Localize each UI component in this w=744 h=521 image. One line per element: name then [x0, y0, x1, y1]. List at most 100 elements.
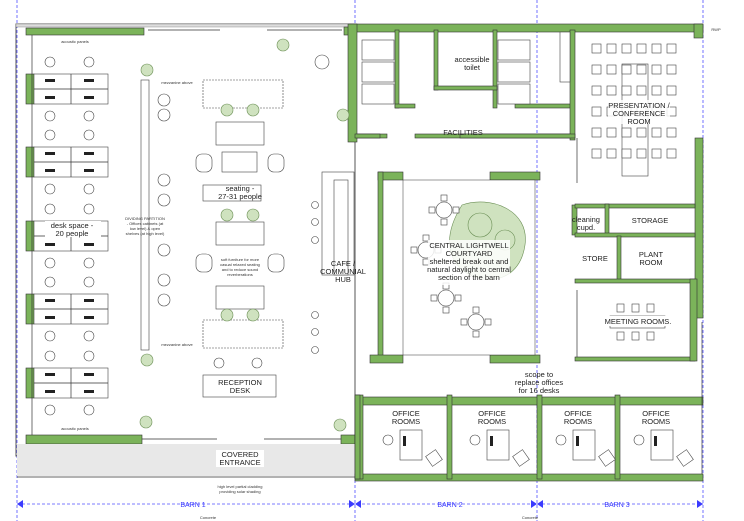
barn1-dimension-label: BARN 1	[180, 502, 205, 509]
concrete-label: Concrete	[522, 515, 539, 520]
acoustic-panels-label: acoustic panels	[61, 39, 89, 44]
toilet-cubicle	[497, 61, 531, 83]
office-room-label: ROOMS	[392, 417, 420, 426]
partition-note: low level) & open	[130, 226, 160, 231]
accessible-toilet-label: accessible	[454, 55, 489, 64]
courtyard-chair	[440, 218, 448, 226]
monitor	[654, 436, 657, 446]
office-chair	[83, 404, 95, 416]
monitor	[84, 390, 94, 393]
office-chair	[83, 276, 95, 288]
monitor	[84, 169, 94, 172]
conference-seat	[651, 148, 662, 159]
reception-chair	[213, 357, 225, 369]
courtyard-label: sheltered break out and	[430, 257, 509, 266]
monitor	[84, 316, 94, 319]
lounge-chair	[157, 243, 171, 257]
courtyard-chair	[472, 306, 480, 314]
bar-stool	[311, 346, 319, 354]
soft-furniture-note: soft furniture for more	[221, 257, 260, 262]
meeting-chair	[616, 303, 625, 313]
conference-seat	[621, 127, 632, 138]
cladding-note: high level partial cladding	[218, 484, 263, 489]
plant-icon	[140, 63, 154, 77]
partition-note: DIVIDING PARTITION	[125, 216, 165, 221]
armchair	[598, 449, 616, 467]
monitor	[45, 243, 55, 246]
courtyard-chair	[428, 206, 436, 214]
office-chair	[44, 56, 56, 68]
courtyard-chair	[422, 234, 430, 242]
meeting-rooms-label: MEETING ROOMS.	[605, 317, 672, 326]
office-chair	[44, 330, 56, 342]
lounge-chair	[267, 153, 285, 173]
toilet-cubicle	[497, 83, 531, 105]
lounge-chair	[157, 293, 171, 307]
office-chair	[44, 276, 56, 288]
acoustic-panels-label: acoustic panels	[61, 426, 89, 431]
conference-seat	[666, 64, 677, 75]
office-room-label: OFFICE	[478, 409, 506, 418]
courtyard-table	[467, 313, 485, 331]
bar-stool	[311, 311, 319, 319]
monitor	[45, 373, 55, 376]
barn3-dimension-label: BARN 3	[604, 502, 629, 509]
barn1-shell	[15, 23, 356, 478]
dimension-line: BARN 1 BARN 2 BARN 3 Concrete Concrete	[17, 500, 703, 520]
lounge-chair	[195, 153, 213, 173]
seating-label: 27-31 people	[218, 192, 262, 201]
reception-chair	[251, 357, 263, 369]
courtyard-table	[435, 201, 453, 219]
conference-seat	[591, 127, 602, 138]
mezzanine-label: mezzanine above	[161, 342, 193, 347]
armchair	[676, 449, 694, 467]
plant-icon	[220, 308, 234, 322]
monitor	[45, 390, 55, 393]
toilet-cubicle	[361, 83, 395, 105]
office-room-label: ROOMS	[564, 417, 592, 426]
monitor	[45, 299, 55, 302]
covered-entrance-label: COVERED	[221, 450, 259, 459]
office-room-label: ROOMS	[642, 417, 670, 426]
monitor	[45, 169, 55, 172]
conference-seat	[621, 148, 632, 159]
conference-seat	[651, 43, 662, 54]
monitor	[84, 152, 94, 155]
facilities-label: FACILITIES	[443, 128, 483, 137]
cafe-table	[314, 54, 330, 70]
office-room-label: OFFICE	[642, 409, 670, 418]
office-chair	[44, 129, 56, 141]
meeting-chair	[631, 331, 640, 341]
presentation-room-label: CONFERENCE	[613, 109, 666, 118]
seating-label: seating -	[226, 184, 255, 193]
lounge-chair	[157, 108, 171, 122]
monitor	[45, 79, 55, 82]
plant-icon	[333, 418, 347, 432]
conference-seat	[591, 148, 602, 159]
lounge-chair	[157, 273, 171, 287]
covered-entrance-paving	[17, 444, 355, 476]
plant-icon	[220, 103, 234, 117]
toilet-cubicle	[361, 61, 395, 83]
toilet-cubicle	[361, 39, 395, 61]
bar-stool	[311, 201, 319, 209]
office-chair	[633, 434, 645, 446]
plant-icon	[246, 103, 260, 117]
office-chair	[83, 257, 95, 269]
meeting-chair	[631, 303, 640, 313]
armchair	[512, 449, 530, 467]
courtyard-chair	[410, 246, 418, 254]
conference-seat	[666, 127, 677, 138]
monitor	[403, 436, 406, 446]
office-chair	[382, 434, 394, 446]
soft-furniture-note: reverberations	[227, 272, 253, 277]
meeting-chair	[616, 331, 625, 341]
conference-seat	[636, 127, 647, 138]
office-chair	[44, 183, 56, 195]
plant-icon	[246, 208, 260, 222]
office-chair	[83, 350, 95, 362]
courtyard-chair	[454, 294, 462, 302]
courtyard-table	[437, 289, 455, 307]
conference-seat	[666, 43, 677, 54]
